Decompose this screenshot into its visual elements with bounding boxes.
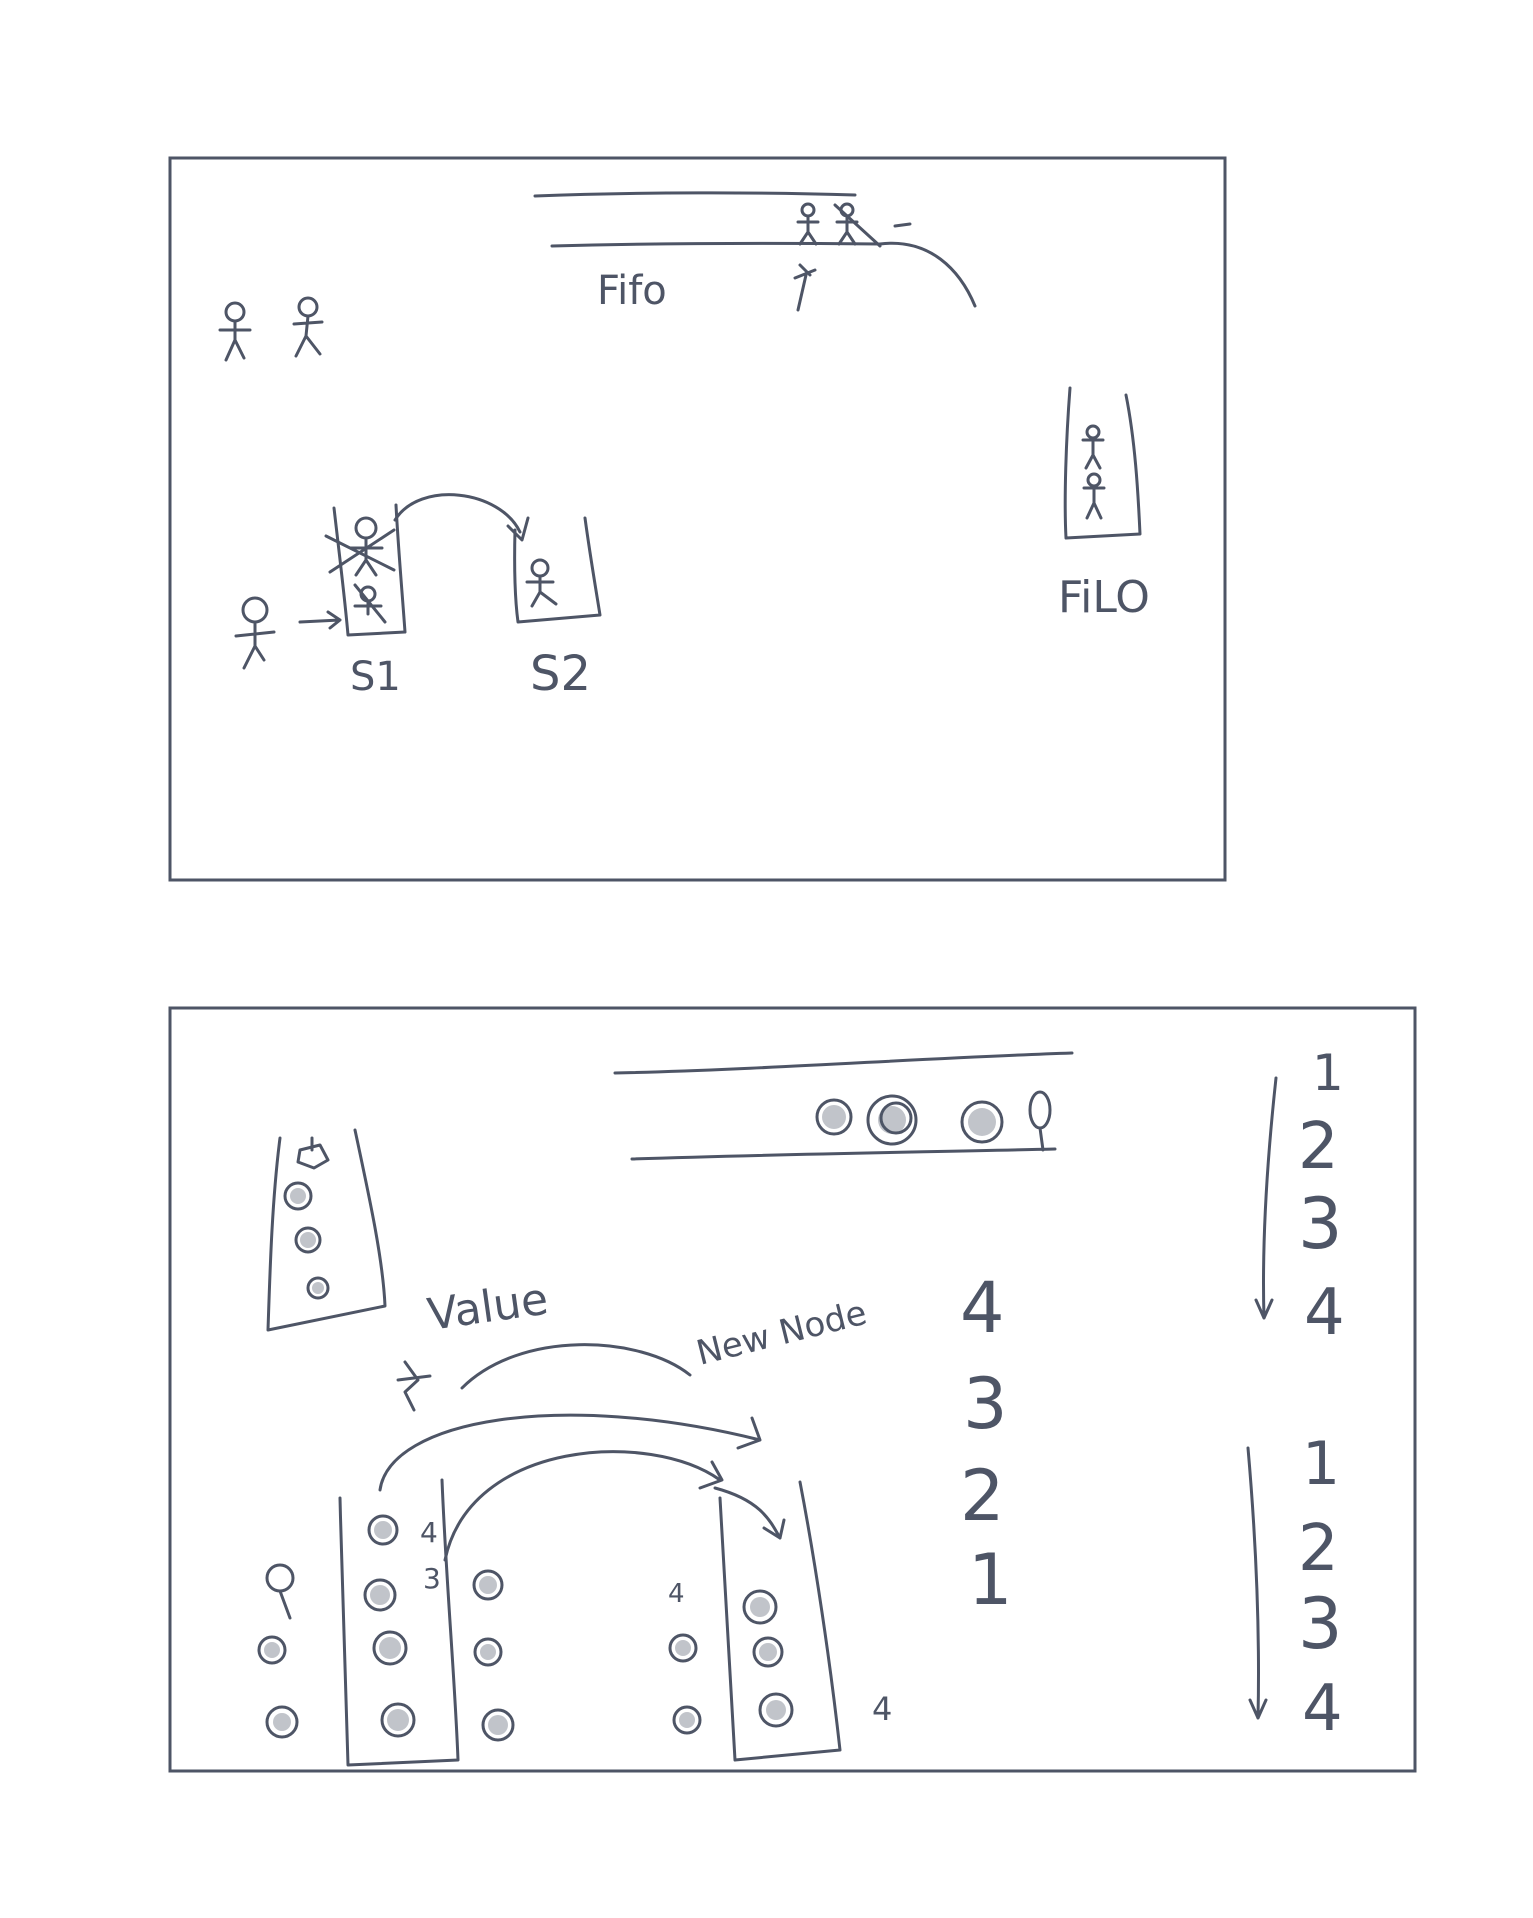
filo-stack xyxy=(1063,386,1142,540)
arrow-icon xyxy=(393,493,530,542)
stick-figure-icon xyxy=(353,583,387,624)
main-stack xyxy=(338,1478,460,1767)
node-scribble-icon xyxy=(672,1705,702,1735)
panel-linked-list: Value New Node 4 3 4 4 4 xyxy=(168,1006,1417,1773)
node-scribble-icon xyxy=(296,1136,330,1170)
stick-figure-icon xyxy=(525,558,558,608)
stick-figure-icon xyxy=(218,301,252,362)
node-scribble-icon xyxy=(473,1637,503,1667)
stick-figure-icon xyxy=(1081,424,1105,470)
arrow-icon xyxy=(378,1413,762,1492)
panel-1-frame xyxy=(168,156,1227,882)
mid-number: 4 xyxy=(668,1579,685,1609)
reversed-item: 3 xyxy=(963,1363,1008,1445)
queue-top-line xyxy=(613,1051,1074,1075)
node-scribble-icon xyxy=(960,1100,1004,1144)
stick-figure-icon xyxy=(292,296,324,358)
node-scribble-icon xyxy=(481,1708,515,1742)
list-b-item: 4 xyxy=(1302,1672,1343,1746)
stack-number: 4 xyxy=(420,1516,438,1549)
node-scribble-icon xyxy=(752,1636,784,1668)
list-a-item: 1 xyxy=(1312,1044,1344,1102)
stack-s2 xyxy=(513,516,602,624)
node-scribble-icon xyxy=(257,1635,287,1665)
reversed-item: 1 xyxy=(968,1539,1013,1621)
panel-2-frame xyxy=(168,1006,1417,1773)
list-b-item: 2 xyxy=(1298,1512,1339,1586)
node-scribble-icon xyxy=(396,1360,432,1412)
list-b-item: 1 xyxy=(1302,1429,1340,1499)
stick-figure-icon xyxy=(1082,472,1106,520)
node-scribble-icon xyxy=(668,1633,698,1663)
node-scribble-icon xyxy=(265,1563,295,1620)
node-scribble-icon xyxy=(1028,1090,1052,1152)
node-scribble-icon xyxy=(306,1276,330,1300)
arrow-icon xyxy=(1246,1446,1268,1720)
node-scribble-icon xyxy=(380,1702,416,1738)
node-scribble-icon xyxy=(363,1578,397,1612)
filo-label: FiLO xyxy=(1058,572,1150,623)
stack2-label: S2 xyxy=(530,646,591,702)
stack-s1 xyxy=(332,503,407,637)
value-label: Value xyxy=(424,1274,551,1341)
list-a-item: 4 xyxy=(1304,1276,1345,1350)
node-scribble-icon xyxy=(815,1098,853,1136)
stick-figure-icon xyxy=(793,263,817,312)
stick-figure-icon xyxy=(796,202,820,246)
stack-number: 3 xyxy=(423,1562,441,1595)
stick-figure-icon xyxy=(833,202,912,248)
new-node-label: New Node xyxy=(693,1293,871,1374)
right-stack xyxy=(718,1480,842,1762)
arrow-icon xyxy=(298,610,342,630)
list-a-item: 3 xyxy=(1298,1183,1343,1265)
node-scribble-icon xyxy=(294,1226,322,1254)
left-stack xyxy=(266,1128,387,1332)
stick-figure-icon xyxy=(324,516,396,577)
queue-top-line xyxy=(533,191,857,198)
stack1-label: S1 xyxy=(350,654,401,700)
queue-bottom-line xyxy=(630,1147,1057,1161)
reversed-item: 2 xyxy=(960,1455,1005,1537)
node-scribble-icon xyxy=(742,1589,778,1625)
node-scribble-icon xyxy=(367,1514,399,1546)
queue-label: Fifo xyxy=(597,268,667,314)
node-scribble-icon xyxy=(758,1692,794,1728)
panel-fifo-filo: Fifo FiLO S1 xyxy=(168,156,1227,882)
arrow-icon xyxy=(1254,1076,1278,1320)
list-b-item: 3 xyxy=(1298,1583,1343,1665)
arrow-icon xyxy=(713,1486,786,1540)
stick-figure-icon xyxy=(234,596,276,670)
node-scribble-icon xyxy=(265,1705,299,1739)
node-scribble-icon xyxy=(372,1630,408,1666)
node-scribble-icon xyxy=(866,1094,918,1146)
arrow-icon xyxy=(460,1343,692,1390)
list-a-item: 2 xyxy=(1298,1110,1339,1184)
arrow-icon xyxy=(443,1450,724,1562)
node-scribble-icon xyxy=(472,1569,504,1601)
node-scribble-icon xyxy=(283,1181,313,1211)
reversed-item: 4 xyxy=(960,1267,1005,1349)
right-number: 4 xyxy=(872,1690,892,1728)
